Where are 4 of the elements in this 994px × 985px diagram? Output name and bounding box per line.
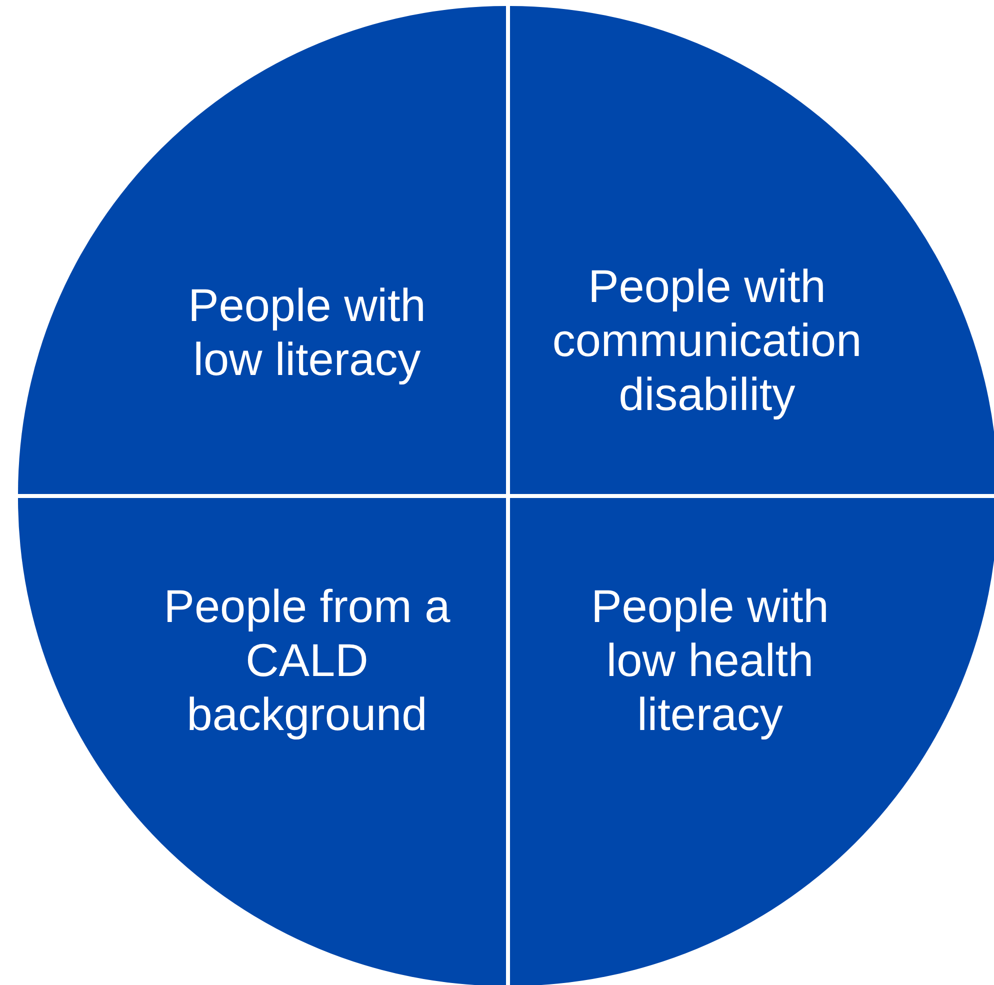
segment-label: People with communication disability — [551, 259, 863, 421]
segment-label: People with low health literacy — [590, 579, 830, 741]
segment-label: People from a CALD background — [162, 579, 452, 741]
segment-label: People with low literacy — [187, 278, 427, 386]
